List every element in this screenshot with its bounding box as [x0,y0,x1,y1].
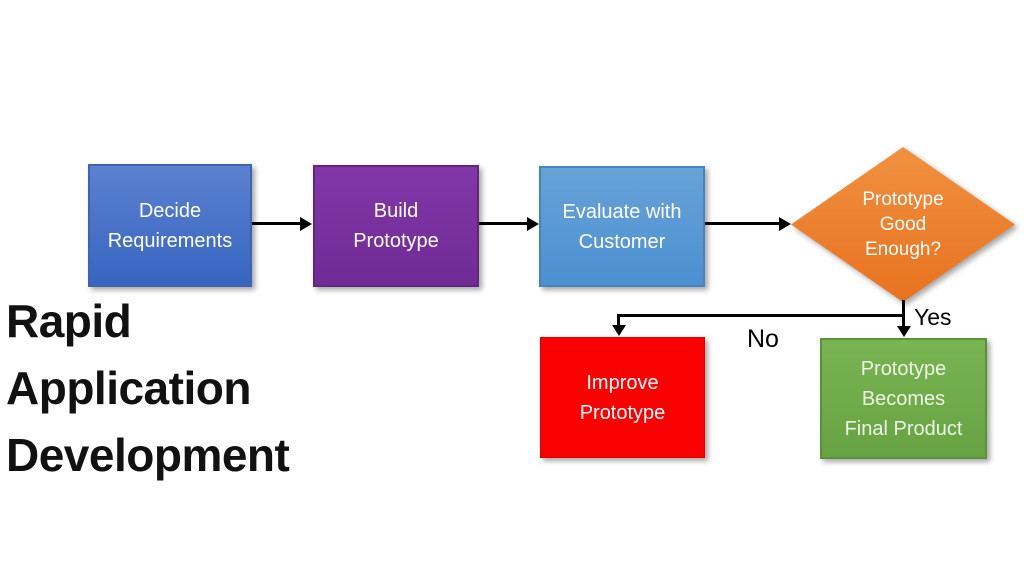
arrow-decision-to-improve-vline [617,314,620,326]
arrow-build-to-evaluate-head [527,217,539,231]
arrow-decision-to-final-line [902,300,905,327]
arrow-evaluate-to-decision-head [779,217,791,231]
arrow-decision-to-final-head [897,326,911,337]
node-decide-requirements: Decide Requirements [88,164,252,287]
edge-label-no: No [747,325,779,353]
node-prototype-becomes-final-product: Prototype Becomes Final Product [820,338,987,459]
arrow-decision-to-improve-hline [617,314,905,317]
arrow-evaluate-to-decision-line [705,222,780,225]
node-decision-wrapper: Prototype Good Enough? [791,147,1015,302]
arrow-build-to-evaluate-line [479,222,528,225]
node-evaluate-with-customer: Evaluate with Customer [539,166,705,287]
node-build-prototype: Build Prototype [313,165,479,287]
arrow-decision-to-improve-head [612,325,626,336]
node-prototype-good-enough: Prototype Good Enough? [791,147,1015,302]
node-improve-prototype: Improve Prototype [540,337,705,458]
edge-label-yes: Yes [914,304,952,330]
arrow-decide-to-build-head [300,217,312,231]
arrow-decide-to-build-line [252,222,302,225]
diagram-title: Rapid Application Development [6,295,290,481]
